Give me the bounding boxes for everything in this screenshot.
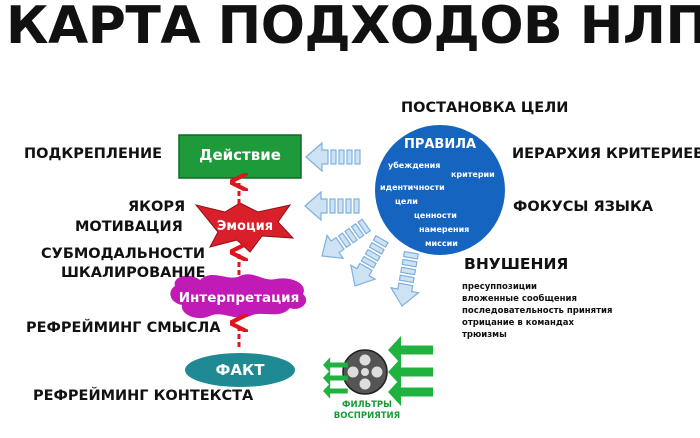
influence-arrow xyxy=(389,250,420,307)
page-title: КАРТА ПОДХОДОВ НЛП xyxy=(6,0,700,56)
label-motivation: МОТИВАЦИЯ xyxy=(75,219,183,235)
perception-arrow xyxy=(388,358,433,386)
rules-item: цели xyxy=(395,197,418,206)
influence-arrow xyxy=(321,218,372,260)
suggestion-item: трюизмы xyxy=(462,330,507,340)
perception-arrow xyxy=(323,383,348,399)
suggestion-item: пресуппозиции xyxy=(462,282,537,292)
label-submodalities: СУБМОДАЛЬНОСТИ xyxy=(41,246,205,262)
influence-arrow xyxy=(305,141,361,173)
label-scaling: ШКАЛИРОВАНИЕ xyxy=(61,265,206,281)
suggestion-item: вложенные сообщения xyxy=(462,294,577,304)
rules-item: ценности xyxy=(414,211,457,220)
influence-arrow xyxy=(350,234,389,287)
label-meaning-reframing: РЕФРЕЙМИНГ СМЫСЛА xyxy=(26,320,221,336)
label-context-reframing: РЕФРЕЙМИНГ КОНТЕКСТА xyxy=(33,388,254,404)
rules-item: намерения xyxy=(419,225,470,234)
film-reel-icon xyxy=(342,349,388,395)
filters-label: ФИЛЬТРЫ ВОСПРИЯТИЯ xyxy=(322,400,412,422)
label-anchors: ЯКОРЯ xyxy=(128,199,186,215)
interpretation-blob xyxy=(170,274,307,319)
rules-label: ПРАВИЛА xyxy=(403,137,477,152)
perception-arrow xyxy=(323,357,348,373)
label-suggestions: ВНУШЕНИЯ xyxy=(464,255,569,273)
label-reinforcement: ПОДКРЕПЛЕНИЕ xyxy=(24,146,163,162)
perception-arrow xyxy=(388,336,433,364)
fact-ellipse xyxy=(185,353,295,387)
perception-arrow xyxy=(323,370,348,386)
emotion-label: Эмоция xyxy=(216,219,274,234)
label-goal-setting: ПОСТАНОВКА ЦЕЛИ xyxy=(401,100,569,116)
rules-item: идентичности xyxy=(380,183,445,192)
action-label: Действие xyxy=(199,146,281,164)
rules-item: миссии xyxy=(425,239,458,248)
suggestion-item: отрицание в командах xyxy=(462,318,574,328)
rules-circle xyxy=(375,125,505,255)
suggestion-item: последовательность принятия xyxy=(462,306,613,316)
label-criteria-hierarchy: ИЕРАРХИЯ КРИТЕРИЕВ xyxy=(512,146,700,162)
rules-item: критерии xyxy=(451,170,495,179)
filters-label-line1: ФИЛЬТРЫ xyxy=(342,400,392,410)
rules-item: убеждения xyxy=(388,161,441,170)
fact-label: ФАКТ xyxy=(215,361,265,379)
influence-arrow xyxy=(304,190,360,222)
perception-arrow xyxy=(388,378,433,406)
filters-label-line2: ВОСПРИЯТИЯ xyxy=(333,411,401,421)
label-language-focus: ФОКУСЫ ЯЗЫКА xyxy=(513,199,654,215)
action-box xyxy=(178,134,302,179)
interpretation-label: Интерпретация xyxy=(178,290,300,306)
